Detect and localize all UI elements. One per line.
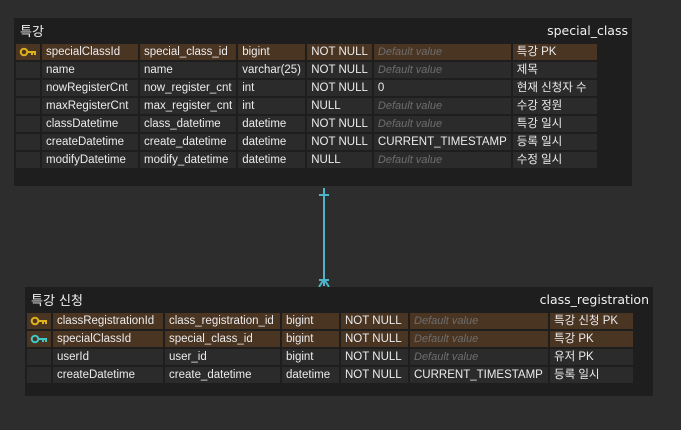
column-default[interactable]: CURRENT_TIMESTAMP bbox=[373, 134, 511, 150]
column-nullable[interactable]: NOT NULL bbox=[307, 62, 372, 78]
column-nullable[interactable]: NOT NULL bbox=[341, 367, 408, 383]
column-physical-name[interactable]: name bbox=[140, 62, 237, 78]
column-default[interactable]: Default value bbox=[373, 116, 511, 132]
entity-class-registration[interactable]: 특강 신청 class_registration classRegistrati… bbox=[25, 287, 653, 396]
column-nullable[interactable]: NOT NULL bbox=[307, 44, 372, 60]
column-logical-name[interactable]: createDatetime bbox=[53, 367, 163, 383]
column-comment[interactable]: 특강 일시 bbox=[512, 116, 597, 132]
key-cell bbox=[16, 116, 40, 132]
column-physical-name[interactable]: create_datetime bbox=[140, 134, 237, 150]
column-default[interactable]: CURRENT_TIMESTAMP bbox=[410, 367, 548, 383]
column-comment[interactable]: 제목 bbox=[512, 62, 597, 78]
column-physical-name[interactable]: max_register_cnt bbox=[140, 98, 237, 114]
column-type[interactable]: bigint bbox=[282, 313, 339, 329]
column-type[interactable]: datetime bbox=[238, 116, 306, 132]
entity-header: 특강 신청 class_registration bbox=[25, 287, 653, 311]
entity-logical-name: 특강 신청 bbox=[31, 293, 83, 309]
column-nullable[interactable]: NOT NULL bbox=[341, 349, 408, 365]
column-default[interactable]: Default value bbox=[410, 331, 548, 347]
column-physical-name[interactable]: modify_datetime bbox=[140, 152, 237, 168]
column-type[interactable]: int bbox=[238, 98, 306, 114]
column-nullable[interactable]: NOT NULL bbox=[307, 80, 372, 96]
column-type[interactable]: int bbox=[238, 80, 306, 96]
column-physical-name[interactable]: user_id bbox=[165, 349, 280, 365]
column-logical-name[interactable]: nowRegisterCnt bbox=[42, 80, 138, 96]
column-logical-name[interactable]: modifyDatetime bbox=[42, 152, 138, 168]
column-default[interactable]: Default value bbox=[373, 44, 511, 60]
column-default[interactable]: Default value bbox=[373, 62, 511, 78]
key-cell bbox=[16, 62, 40, 78]
column-comment[interactable]: 특강 PK bbox=[512, 44, 597, 60]
column-physical-name[interactable]: special_class_id bbox=[140, 44, 237, 60]
foreign-key-icon bbox=[27, 331, 51, 347]
key-cell bbox=[16, 80, 40, 96]
primary-key-icon bbox=[16, 44, 40, 60]
column-comment[interactable]: 특강 신청 PK bbox=[550, 313, 633, 329]
key-cell bbox=[27, 349, 51, 365]
column-type[interactable]: varchar(25) bbox=[238, 62, 306, 78]
column-physical-name[interactable]: create_datetime bbox=[165, 367, 280, 383]
column-comment[interactable]: 수정 일시 bbox=[512, 152, 597, 168]
column-type[interactable]: datetime bbox=[238, 134, 306, 150]
column-default[interactable]: Default value bbox=[373, 98, 511, 114]
column-logical-name[interactable]: maxRegisterCnt bbox=[42, 98, 138, 114]
primary-key-icon bbox=[27, 313, 51, 329]
key-cell bbox=[16, 134, 40, 150]
column-comment[interactable]: 수강 정원 bbox=[512, 98, 597, 114]
entity-header: 특강 special_class bbox=[14, 18, 632, 42]
column-comment[interactable]: 현재 신청자 수 bbox=[512, 80, 597, 96]
column-type[interactable]: datetime bbox=[282, 367, 339, 383]
entity-physical-name: class_registration bbox=[539, 291, 649, 307]
column-default[interactable]: 0 bbox=[373, 80, 511, 96]
column-logical-name[interactable]: classDatetime bbox=[42, 116, 138, 132]
key-cell bbox=[16, 98, 40, 114]
key-cell bbox=[16, 152, 40, 168]
column-default[interactable]: Default value bbox=[410, 313, 548, 329]
column-logical-name[interactable]: name bbox=[42, 62, 138, 78]
relationship-line[interactable] bbox=[314, 186, 334, 290]
entity-logical-name: 특강 bbox=[20, 24, 44, 40]
column-type[interactable]: datetime bbox=[238, 152, 306, 168]
column-nullable[interactable]: NOT NULL bbox=[307, 134, 372, 150]
column-physical-name[interactable]: class_datetime bbox=[140, 116, 237, 132]
column-comment[interactable]: 등록 일시 bbox=[550, 367, 633, 383]
column-logical-name[interactable]: classRegistrationId bbox=[53, 313, 163, 329]
column-type[interactable]: bigint bbox=[282, 331, 339, 347]
column-nullable[interactable]: NOT NULL bbox=[307, 116, 372, 132]
column-nullable[interactable]: NULL bbox=[307, 98, 372, 114]
column-type[interactable]: bigint bbox=[238, 44, 306, 60]
column-nullable[interactable]: NOT NULL bbox=[341, 313, 408, 329]
column-logical-name[interactable]: specialClassId bbox=[42, 44, 138, 60]
entity-physical-name: special_class bbox=[547, 22, 628, 38]
column-comment[interactable]: 특강 PK bbox=[550, 331, 633, 347]
column-type[interactable]: bigint bbox=[282, 349, 339, 365]
column-nullable[interactable]: NOT NULL bbox=[341, 331, 408, 347]
column-physical-name[interactable]: now_register_cnt bbox=[140, 80, 237, 96]
column-logical-name[interactable]: specialClassId bbox=[53, 331, 163, 347]
column-comment[interactable]: 유저 PK bbox=[550, 349, 633, 365]
column-default[interactable]: Default value bbox=[410, 349, 548, 365]
column-physical-name[interactable]: class_registration_id bbox=[165, 313, 280, 329]
column-logical-name[interactable]: userId bbox=[53, 349, 163, 365]
column-physical-name[interactable]: special_class_id bbox=[165, 331, 280, 347]
column-default[interactable]: Default value bbox=[373, 152, 511, 168]
column-comment[interactable]: 등록 일시 bbox=[512, 134, 597, 150]
column-nullable[interactable]: NULL bbox=[307, 152, 372, 168]
key-cell bbox=[27, 367, 51, 383]
column-logical-name[interactable]: createDatetime bbox=[42, 134, 138, 150]
